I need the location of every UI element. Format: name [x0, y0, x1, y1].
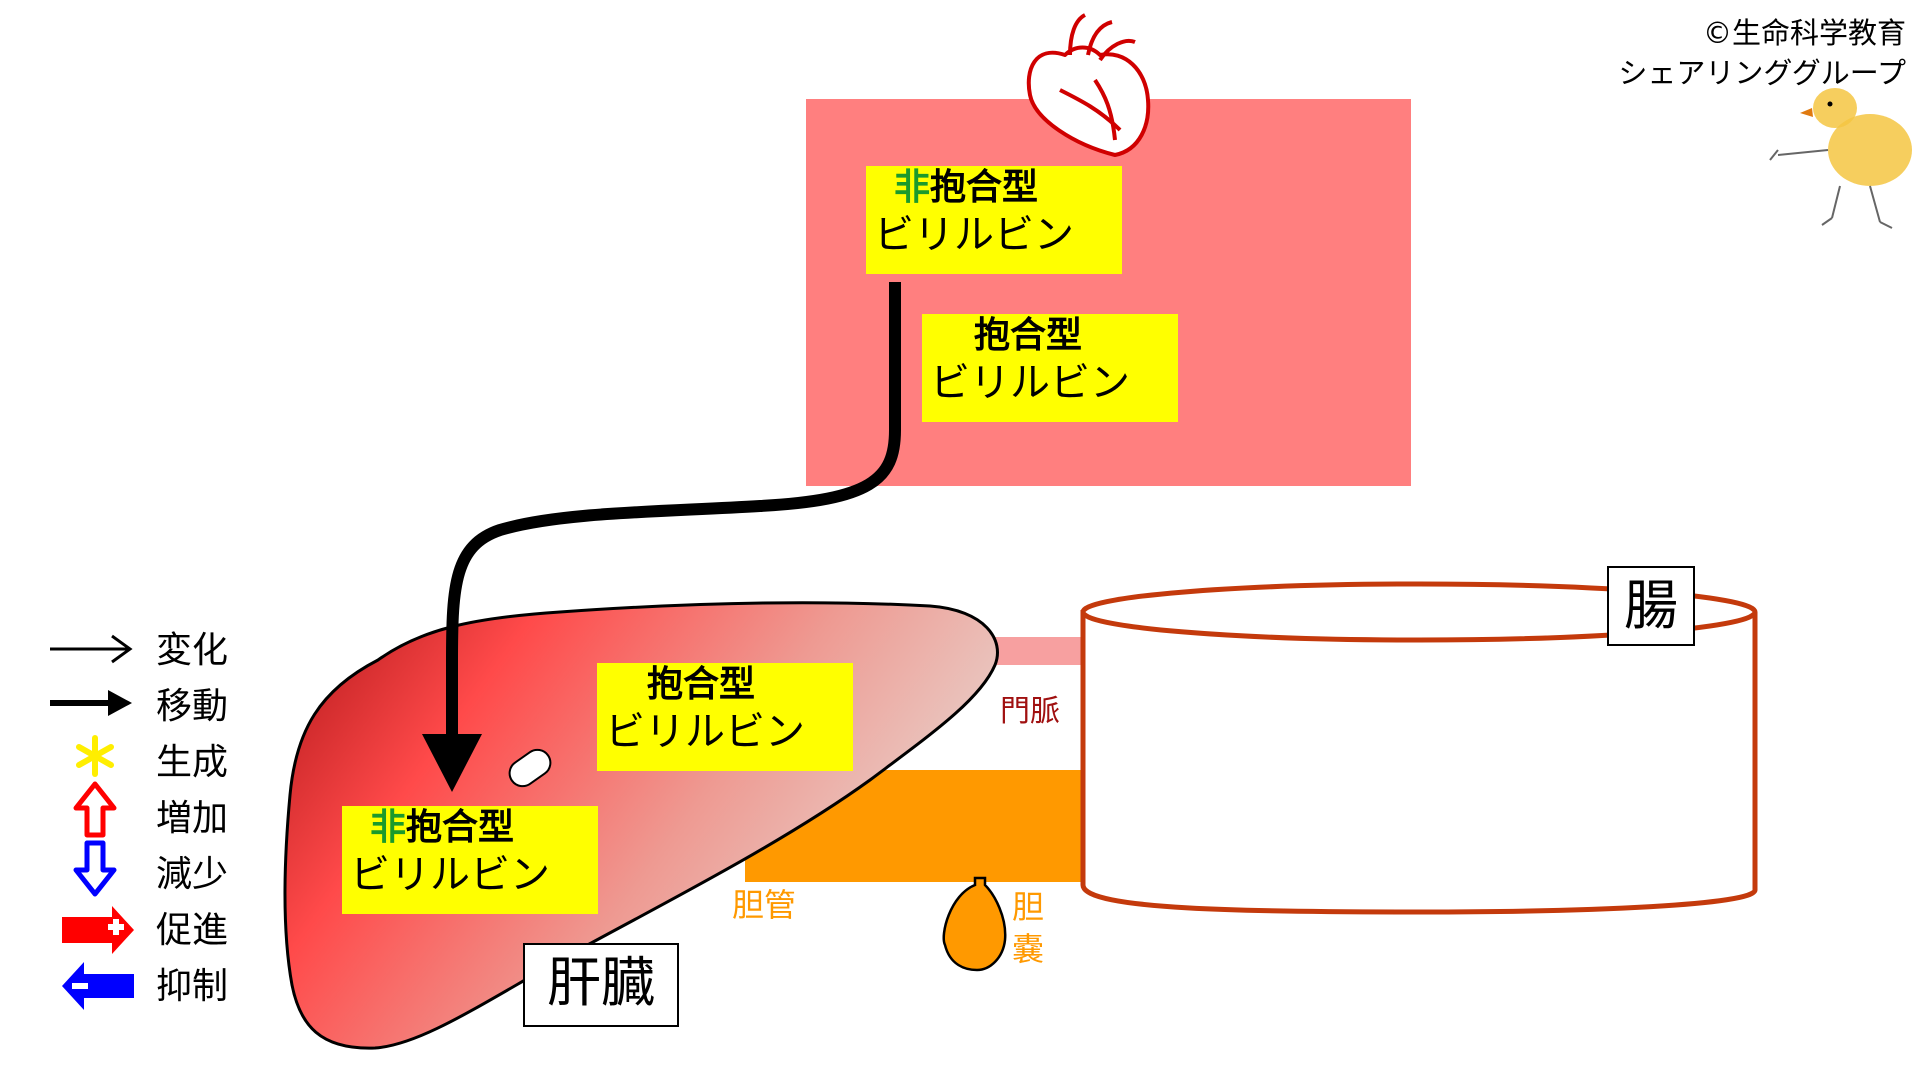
movement-arrow	[446, 282, 901, 735]
blood-unconjugated-bilirubin-label: 非抱合型 ビリルビン	[866, 166, 1122, 274]
legend-label: 促進	[156, 910, 229, 951]
legend-item-decrease: 減少	[48, 850, 248, 900]
intestine-shape	[1080, 581, 1758, 915]
legend-label: 増加	[156, 798, 229, 839]
chick-illustration	[1769, 88, 1912, 229]
legend-item-change: 変化	[48, 626, 248, 676]
bilirubin-text: ビリルビン	[930, 360, 1130, 406]
liver-label: 肝臓	[523, 943, 679, 1027]
legend-item-promote: 促進	[48, 906, 248, 956]
bile-duct-label: 胆管	[732, 886, 797, 924]
legend-label: 移動	[156, 686, 229, 727]
bilirubin-text: ビリルビン	[874, 212, 1074, 258]
movement-arrow-head	[422, 734, 482, 792]
gallbladder-label: 胆 嚢	[1012, 888, 1045, 968]
non-prefix: 非	[894, 167, 931, 208]
liver-unconjugated-bilirubin-label: 非抱合型 ビリルビン	[342, 806, 598, 914]
legend-icon-asterisk	[76, 735, 114, 777]
bilirubin-text: ビリルビン	[605, 709, 805, 755]
conjugation-type: 抱合型	[974, 315, 1083, 356]
bilirubin-text: ビリルビン	[350, 852, 550, 898]
legend-icon-down-arrow	[73, 840, 117, 897]
legend-label: 抑制	[156, 966, 229, 1007]
conjugation-type: 抱合型	[930, 167, 1039, 208]
gallbladder	[942, 876, 1007, 972]
portal-vein	[990, 637, 1090, 665]
legend-label: 減少	[156, 854, 229, 895]
portal-vein-label: 門脈	[1000, 694, 1060, 729]
credit-line-1: ©生命科学教育	[1702, 16, 1906, 50]
legend-label: 変化	[156, 630, 229, 671]
legend-icon-up-arrow	[73, 781, 117, 838]
liver-conjugated-bilirubin-label: 抱合型 ビリルビン	[597, 663, 853, 771]
capsule-icon	[508, 748, 552, 788]
credit-line-2: シェアリンググループ	[1618, 56, 1906, 90]
legend-item-move: 移動	[48, 682, 248, 732]
non-prefix: 非	[370, 807, 407, 848]
legend-icon-thick-arrow	[50, 690, 132, 716]
intestine-label: 腸	[1607, 566, 1695, 646]
legend-icon-inhibit-arrow	[62, 962, 134, 1010]
legend-icon-promote-arrow	[62, 906, 134, 954]
legend-item-produce: 生成	[48, 738, 248, 788]
legend-icon-thin-arrow	[50, 634, 133, 664]
heart-icon	[1026, 13, 1151, 157]
blood-conjugated-bilirubin-label: 抱合型 ビリルビン	[922, 314, 1178, 422]
legend-item-inhibit: 抑制	[48, 962, 248, 1012]
conjugation-type: 抱合型	[406, 807, 515, 848]
conjugation-type: 抱合型	[647, 664, 756, 705]
legend-label: 生成	[156, 742, 229, 783]
legend-item-increase: 増加	[48, 794, 248, 844]
